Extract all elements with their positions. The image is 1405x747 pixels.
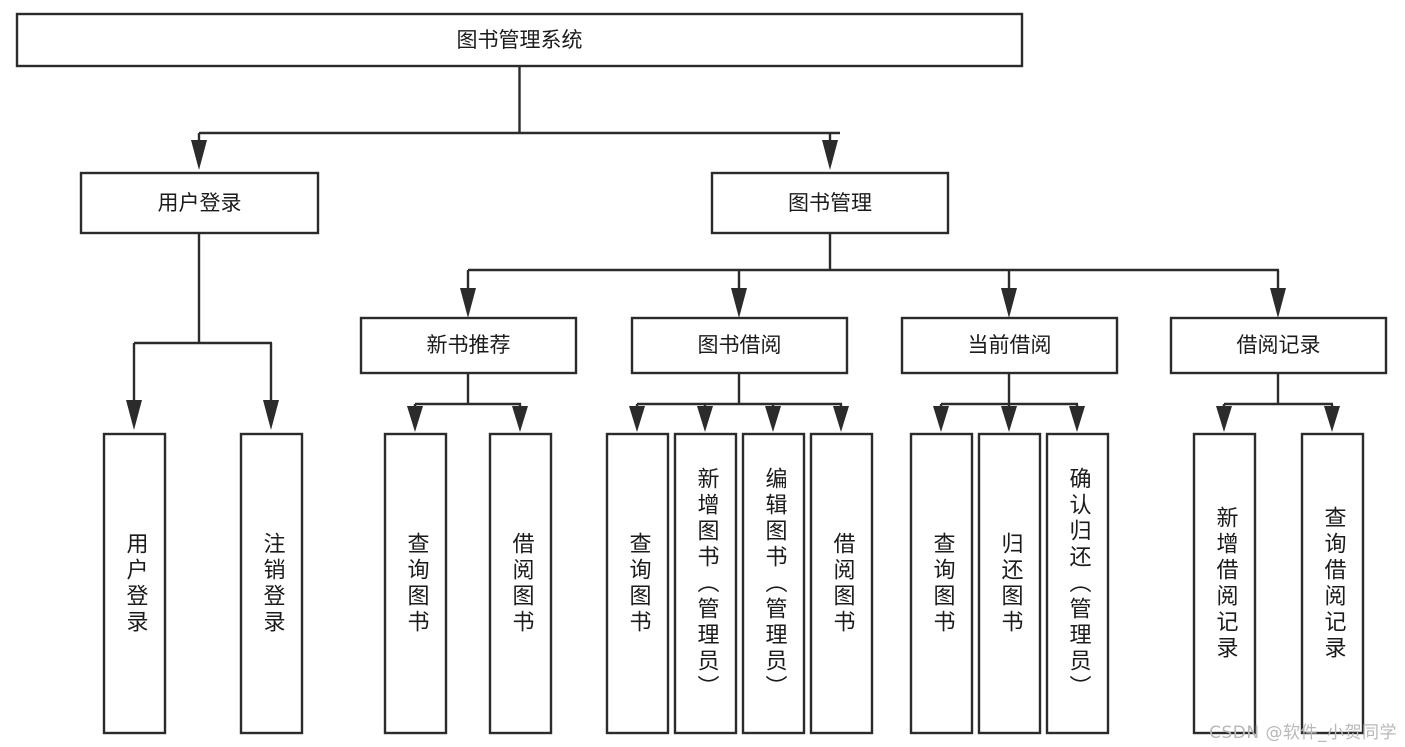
node-leaf-user-login-0[interactable] — [102, 432, 167, 735]
node-root-label: 图书管理系统 — [457, 28, 583, 52]
node-borrow-record[interactable] — [1169, 316, 1388, 375]
node-book-manage[interactable] — [710, 171, 950, 235]
connector-group-borrow-record — [1216, 373, 1340, 432]
connector-group-root — [191, 66, 840, 170]
node-new-book-recommend[interactable] — [359, 316, 578, 375]
connector-group-book-borrow — [629, 373, 849, 432]
node-leaf-borrow-record-0[interactable] — [1192, 432, 1257, 735]
node-book-borrow[interactable] — [630, 316, 849, 375]
arrow-head-leaf-borrowrecord-0 — [1216, 406, 1232, 432]
arrow-head-leaf-user-login-0 — [126, 400, 142, 430]
arrow-head-leaf-bookborrow-0 — [629, 406, 645, 432]
arrow-head-leaf-currentborrow-0 — [933, 406, 949, 432]
arrow-head-leaf-currentborrow-1 — [1001, 406, 1017, 432]
node-leaf-book-borrow-0[interactable] — [605, 432, 670, 735]
arrow-head-new-book — [460, 288, 476, 318]
node-leaf-book-borrow-1[interactable] — [673, 432, 738, 735]
arrow-head-leaf-newbook-1 — [512, 406, 528, 432]
node-leaf-current-borrow-2[interactable] — [1045, 432, 1110, 735]
node-new-book-recommend-label: 新书推荐 — [427, 333, 511, 357]
node-user-login-label: 用户登录 — [158, 191, 242, 215]
arrow-head-borrow-record — [1270, 288, 1286, 318]
node-leaf-book-borrow-2[interactable] — [741, 432, 806, 735]
node-book-manage-label: 图书管理 — [788, 191, 872, 215]
node-user-login[interactable] — [79, 171, 320, 235]
arrow-head-leaf-currentborrow-2 — [1069, 406, 1085, 432]
arrow-head-leaf-bookborrow-1 — [697, 406, 713, 432]
arrow-head-book-borrow — [731, 288, 747, 318]
node-leaf-user-login-1[interactable] — [239, 432, 304, 735]
node-leaf-book-borrow-3[interactable] — [809, 432, 874, 735]
node-current-borrow-label: 当前借阅 — [968, 333, 1052, 357]
connector-group-user-login — [126, 233, 279, 430]
node-book-borrow-label: 图书借阅 — [698, 333, 782, 357]
node-leaf-new-book-1[interactable] — [488, 432, 553, 735]
node-leaf-current-borrow-0[interactable] — [909, 432, 974, 735]
node-current-borrow[interactable] — [900, 316, 1119, 375]
arrow-head-user-login — [191, 140, 207, 170]
arrow-head-leaf-bookborrow-2 — [765, 406, 781, 432]
connector-group-book-manage — [460, 233, 1286, 318]
arrow-head-leaf-borrowrecord-1 — [1324, 406, 1340, 432]
arrow-head-leaf-newbook-0 — [407, 406, 423, 432]
node-leaf-current-borrow-1[interactable] — [977, 432, 1042, 735]
connector-group-new-book — [407, 373, 528, 432]
node-leaf-borrow-record-1[interactable] — [1300, 432, 1365, 735]
node-leaf-new-book-0[interactable] — [383, 432, 448, 735]
node-borrow-record-label: 借阅记录 — [1237, 333, 1321, 357]
watermark: CSDN @软件_小贺同学 — [1209, 723, 1397, 743]
arrow-head-current-borrow — [1001, 288, 1017, 318]
arrow-head-leaf-bookborrow-3 — [833, 406, 849, 432]
arrow-head-book-manage — [822, 140, 838, 170]
node-root[interactable] — [15, 12, 1024, 68]
arrow-head-leaf-user-login-1 — [263, 400, 279, 430]
connector-group-current-borrow — [933, 373, 1085, 432]
